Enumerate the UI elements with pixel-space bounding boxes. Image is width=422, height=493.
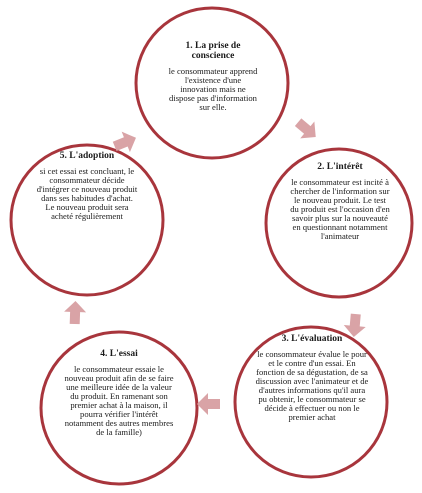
- arrow-5-to-1: [112, 131, 136, 153]
- stage-1: 1. La prise de conscience le consommateu…: [168, 41, 258, 112]
- arrow-1-to-2: [294, 118, 316, 139]
- stage-4-title: 4. L'essai: [100, 349, 138, 359]
- stage-5-title: 5. L'adoption: [59, 151, 115, 161]
- stage-4: 4. L'essai le consommateur essaie le nou…: [63, 349, 175, 438]
- stage-2: 2. L'intérêt le consommateur est incité …: [289, 162, 391, 242]
- stage-4-circle: [39, 330, 199, 486]
- stage-2-title: 2. L'intérêt: [317, 162, 363, 172]
- stage-1-text: le consommateur apprend l'existence d'un…: [168, 65, 258, 112]
- stage-2-text: le consommateur est incité à chercher de…: [290, 176, 390, 242]
- stage-4-text: le consommateur essaie le nouveau produi…: [64, 363, 174, 438]
- stage-2-circle: [264, 147, 414, 299]
- stage-5: 5. L'adoption si cet essai est concluant…: [36, 151, 138, 222]
- arrow-4-to-5: [64, 301, 87, 325]
- stage-3-title: 3. L'évaluation: [281, 334, 343, 344]
- arrow-3-to-4: [197, 393, 220, 415]
- stage-3-circle: [233, 325, 389, 479]
- stage-5-text: si cet essai est concluant, le consommat…: [36, 165, 138, 222]
- stage-5-circle: [9, 143, 165, 297]
- stage-3-text: le consommateur évalue le pour et le con…: [255, 348, 369, 423]
- stage-1-title: 1. La prise de conscience: [185, 41, 241, 61]
- stage-3: 3. L'évaluation le consommateur évalue l…: [255, 334, 369, 423]
- arrow-2-to-3: [343, 313, 366, 337]
- stage-1-circle: [134, 6, 290, 160]
